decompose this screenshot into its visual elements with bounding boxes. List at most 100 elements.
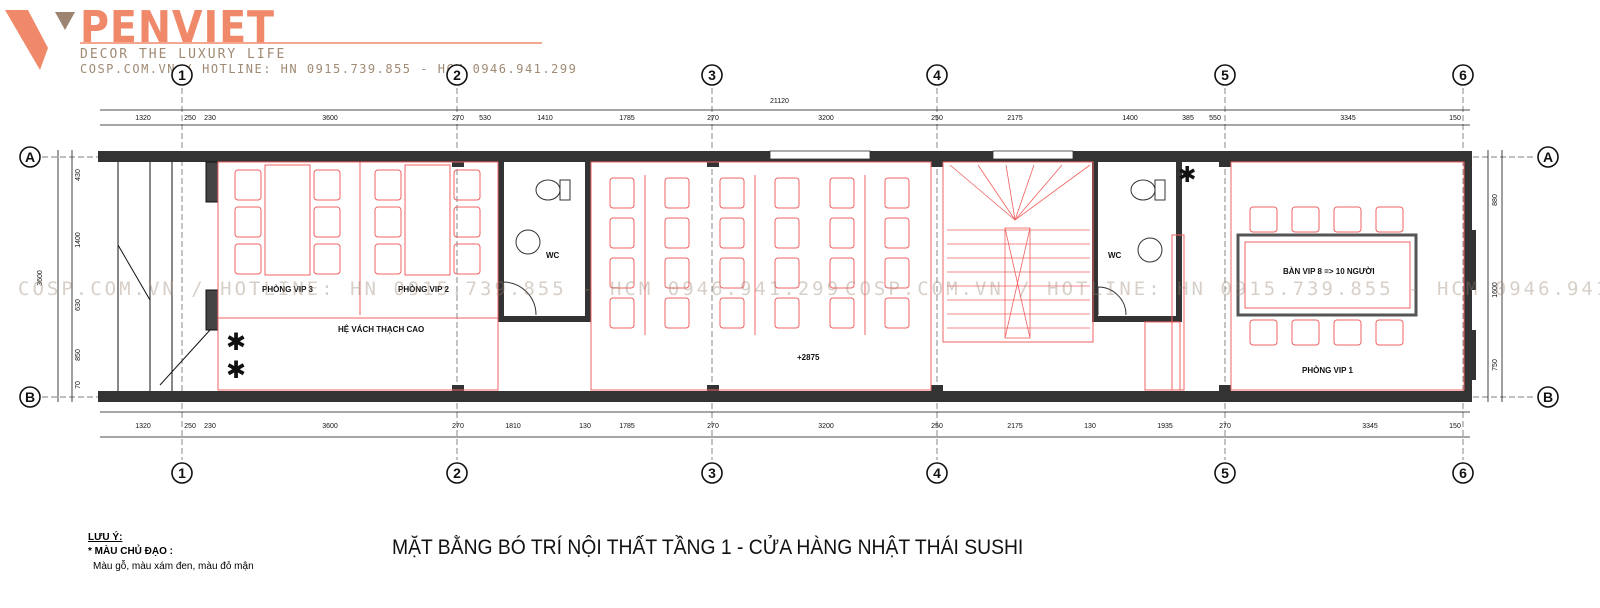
dimension-label: 1400 [75, 232, 82, 248]
toilet-icon [1130, 179, 1156, 201]
drawing-title: MẶT BẰNG BÓ TRÍ NỘI THẤT TẦNG 1 - CỬA HÀ… [392, 536, 1024, 559]
floor-level: +2875 [797, 353, 820, 362]
grid-bubble-label: 3 [708, 465, 716, 481]
grid-bubble [701, 462, 723, 484]
dimension-label: 270 [707, 423, 719, 430]
chair-icon [884, 257, 910, 289]
grid-bubble [446, 64, 468, 86]
grid-bubble [1537, 146, 1559, 168]
grid-bubble [701, 64, 723, 86]
grid-bubble [926, 64, 948, 86]
chair-icon [453, 206, 481, 238]
chair-icon [774, 217, 800, 249]
chair-icon [719, 177, 745, 209]
dimension-label: 3600 [322, 423, 338, 430]
dimension-label: 130 [1084, 423, 1096, 430]
grid-bubble [1452, 64, 1474, 86]
logo-mark [5, 10, 75, 70]
wc2-wall [1092, 316, 1182, 322]
dimension-label: 630 [75, 299, 82, 311]
grid-bubble-label: 5 [1221, 67, 1229, 83]
sink-icon [515, 229, 541, 255]
grid-bubble-label: A [25, 149, 35, 165]
dimension-label: 270 [1219, 423, 1231, 430]
chair-icon [453, 169, 481, 201]
chair-icon [829, 217, 855, 249]
dimension-label: 1320 [135, 115, 151, 122]
grid-bubble-label: B [1543, 389, 1553, 405]
room-label-vip2: PHÒNG VIP 2 [398, 285, 450, 294]
chair-icon [1333, 319, 1362, 346]
dimension-lines [57, 109, 1503, 438]
dimension-label: 550 [1209, 115, 1221, 122]
dimension-label: 1785 [619, 423, 635, 430]
dimension-label: 70 [75, 381, 82, 389]
dimension-label: 1935 [1157, 423, 1173, 430]
room-label-wc: WC [1108, 251, 1122, 260]
dimension-label: 430 [75, 169, 82, 181]
stair-winder [1005, 164, 1016, 221]
dimension-label: 3600 [322, 115, 338, 122]
stair-void [1004, 227, 1031, 339]
dimension-label: 2175 [1007, 423, 1023, 430]
overall-dimension: 21120 [770, 98, 789, 105]
grid-bubble-label: 4 [933, 465, 941, 481]
dimension-label: 750 [1492, 359, 1499, 371]
notes-line-2: Màu gỗ, màu xám đen, màu đỏ mận [93, 561, 254, 572]
plant-icon: ✱ [226, 329, 246, 356]
toilet-tank-icon [559, 179, 571, 201]
stair-void-cross [1004, 227, 1031, 339]
grid-bubble-label: 1 [178, 465, 186, 481]
grid-bubble [171, 462, 193, 484]
logo-underline [80, 42, 542, 44]
wc1-wall [498, 316, 591, 322]
chair-icon [664, 217, 690, 249]
vip-table [404, 164, 451, 276]
dimension-label: 250 [931, 115, 943, 122]
wc1-wall [585, 162, 591, 322]
wall-bottom [98, 391, 1470, 402]
grid-bubble-label: 5 [1221, 465, 1229, 481]
column [1219, 385, 1231, 395]
column [1464, 230, 1476, 290]
chair-icon [664, 257, 690, 289]
chair-icon [374, 243, 402, 275]
chair-icon [1249, 319, 1278, 346]
grid-bubble-label: 1 [178, 67, 186, 83]
chair-icon [609, 297, 635, 329]
dimension-label: 3200 [818, 423, 834, 430]
grid-bubble [1214, 64, 1236, 86]
grid-bubble [1214, 462, 1236, 484]
dimension-label: 530 [479, 115, 491, 122]
grid-bubble-label: 6 [1459, 67, 1467, 83]
chair-icon [1333, 206, 1362, 233]
dimension-label: 250 [184, 423, 196, 430]
dimension-label: 3345 [1362, 423, 1378, 430]
toilet-icon [535, 179, 561, 201]
chair-icon [719, 257, 745, 289]
grid-bubble [926, 462, 948, 484]
watermark: COSP.COM.VN / HOTLINE: HN 0915.739.855 -… [845, 278, 1600, 300]
column [1464, 330, 1476, 380]
logo-tagline: DECOR THE LUXURY LIFE [80, 47, 287, 62]
table-label-vip1: BÀN VIP 8 => 10 NGƯỜI [1283, 267, 1375, 276]
door-swing-icon [1097, 286, 1127, 316]
chair-icon [234, 206, 262, 238]
grid-bubble-label: 2 [453, 67, 461, 83]
stair-winder [1014, 164, 1035, 221]
dimension-label: 1810 [505, 423, 521, 430]
chair-icon [374, 206, 402, 238]
vip1-table-top [1244, 241, 1411, 309]
dimension-label: 1600 [1492, 282, 1499, 298]
chair-icon [313, 206, 341, 238]
chair-icon [374, 169, 402, 201]
chair-icon [313, 243, 341, 275]
chair-icon [774, 177, 800, 209]
vip-zone-outline [217, 161, 499, 391]
corridor-door [1144, 321, 1181, 391]
grid-bubble [19, 386, 41, 408]
chair-icon [884, 177, 910, 209]
notes-heading: LƯU Ý: [88, 532, 123, 543]
